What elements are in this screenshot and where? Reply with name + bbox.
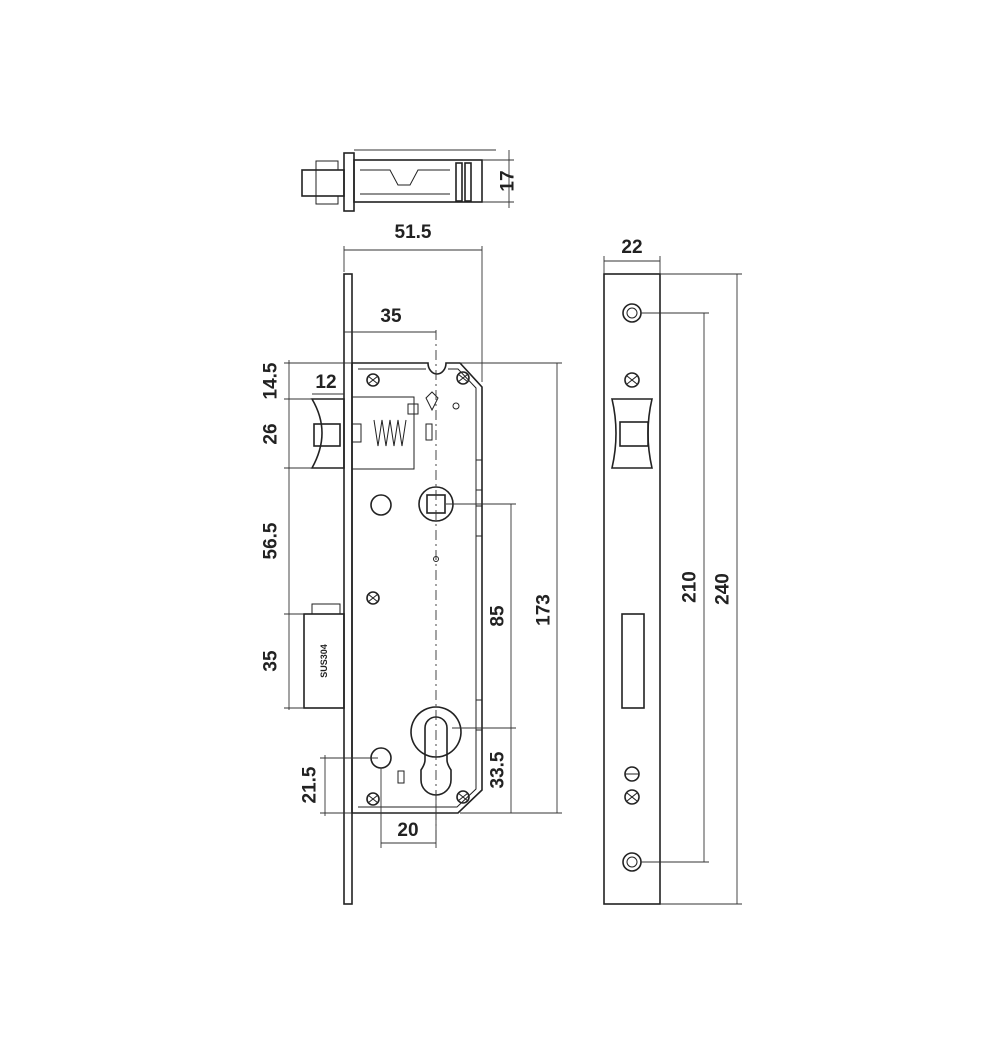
deadbolt: SUS304 bbox=[303, 603, 345, 709]
top-view-case bbox=[353, 159, 483, 203]
faceplate-screw-icon bbox=[624, 766, 640, 782]
dim-latch-height: 26 bbox=[261, 423, 282, 444]
dim-backset: 35 bbox=[380, 306, 402, 327]
faceplate-latch-opening bbox=[610, 398, 654, 469]
dim-latch-to-deadbolt: 56.5 bbox=[261, 522, 282, 559]
lock-case bbox=[351, 362, 483, 814]
faceplate-screw-hole-icon bbox=[622, 303, 642, 323]
lock-body-dimensions: 51.5 35 14.5 26 56.5 35 12 21.5 bbox=[261, 222, 562, 848]
faceplate bbox=[603, 273, 661, 905]
dim-faceplate-height: 240 bbox=[713, 573, 734, 605]
case-screw-icon bbox=[366, 591, 380, 605]
cylinder-cutout bbox=[420, 716, 452, 796]
faceplate-screw-hole-icon bbox=[622, 852, 642, 872]
case-screw-icon bbox=[456, 371, 470, 385]
case-screws bbox=[366, 371, 470, 806]
dim-cylinder-offset: 21.5 bbox=[300, 766, 321, 803]
dim-case-height: 173 bbox=[534, 594, 555, 626]
dim-latch-projection: 12 bbox=[315, 372, 336, 393]
dim-top-offset: 14.5 bbox=[261, 362, 282, 399]
latch-bolt bbox=[310, 391, 439, 470]
faceplate-screw-icon bbox=[624, 789, 640, 805]
dim-deadbolt-height: 35 bbox=[261, 650, 282, 672]
top-view-latch-bolt bbox=[301, 169, 345, 197]
mounting-hole bbox=[370, 494, 392, 516]
top-view-case-detail bbox=[360, 169, 450, 186]
dim-faceplate-width: 22 bbox=[621, 237, 642, 258]
latch-spring bbox=[373, 419, 407, 447]
dim-handle-to-cylinder: 85 bbox=[488, 605, 509, 627]
dim-screw-centers: 210 bbox=[680, 571, 701, 603]
dim-cylinder-spacing: 20 bbox=[397, 820, 418, 841]
faceplate-screw-icon bbox=[624, 372, 640, 388]
dim-top-depth: 17 bbox=[498, 170, 519, 191]
dim-backset-total: 51.5 bbox=[395, 222, 432, 243]
case-screw-icon bbox=[366, 373, 380, 387]
deadbolt-material-stamp: SUS304 bbox=[319, 644, 329, 678]
faceplate-front-view: 22 210 240 bbox=[603, 237, 742, 905]
lock-body-view: SUS304 51.5 35 14.5 26 56.5 35 12 bbox=[261, 222, 562, 905]
faceplate-deadbolt-slot bbox=[621, 613, 645, 709]
dim-cylinder-to-bottom: 33.5 bbox=[488, 751, 509, 788]
case-screw-icon bbox=[366, 792, 380, 806]
top-view: 17 bbox=[301, 149, 519, 212]
side-faceplate bbox=[343, 273, 353, 905]
top-view-faceplate bbox=[343, 152, 355, 212]
case-screw-icon bbox=[456, 790, 470, 804]
